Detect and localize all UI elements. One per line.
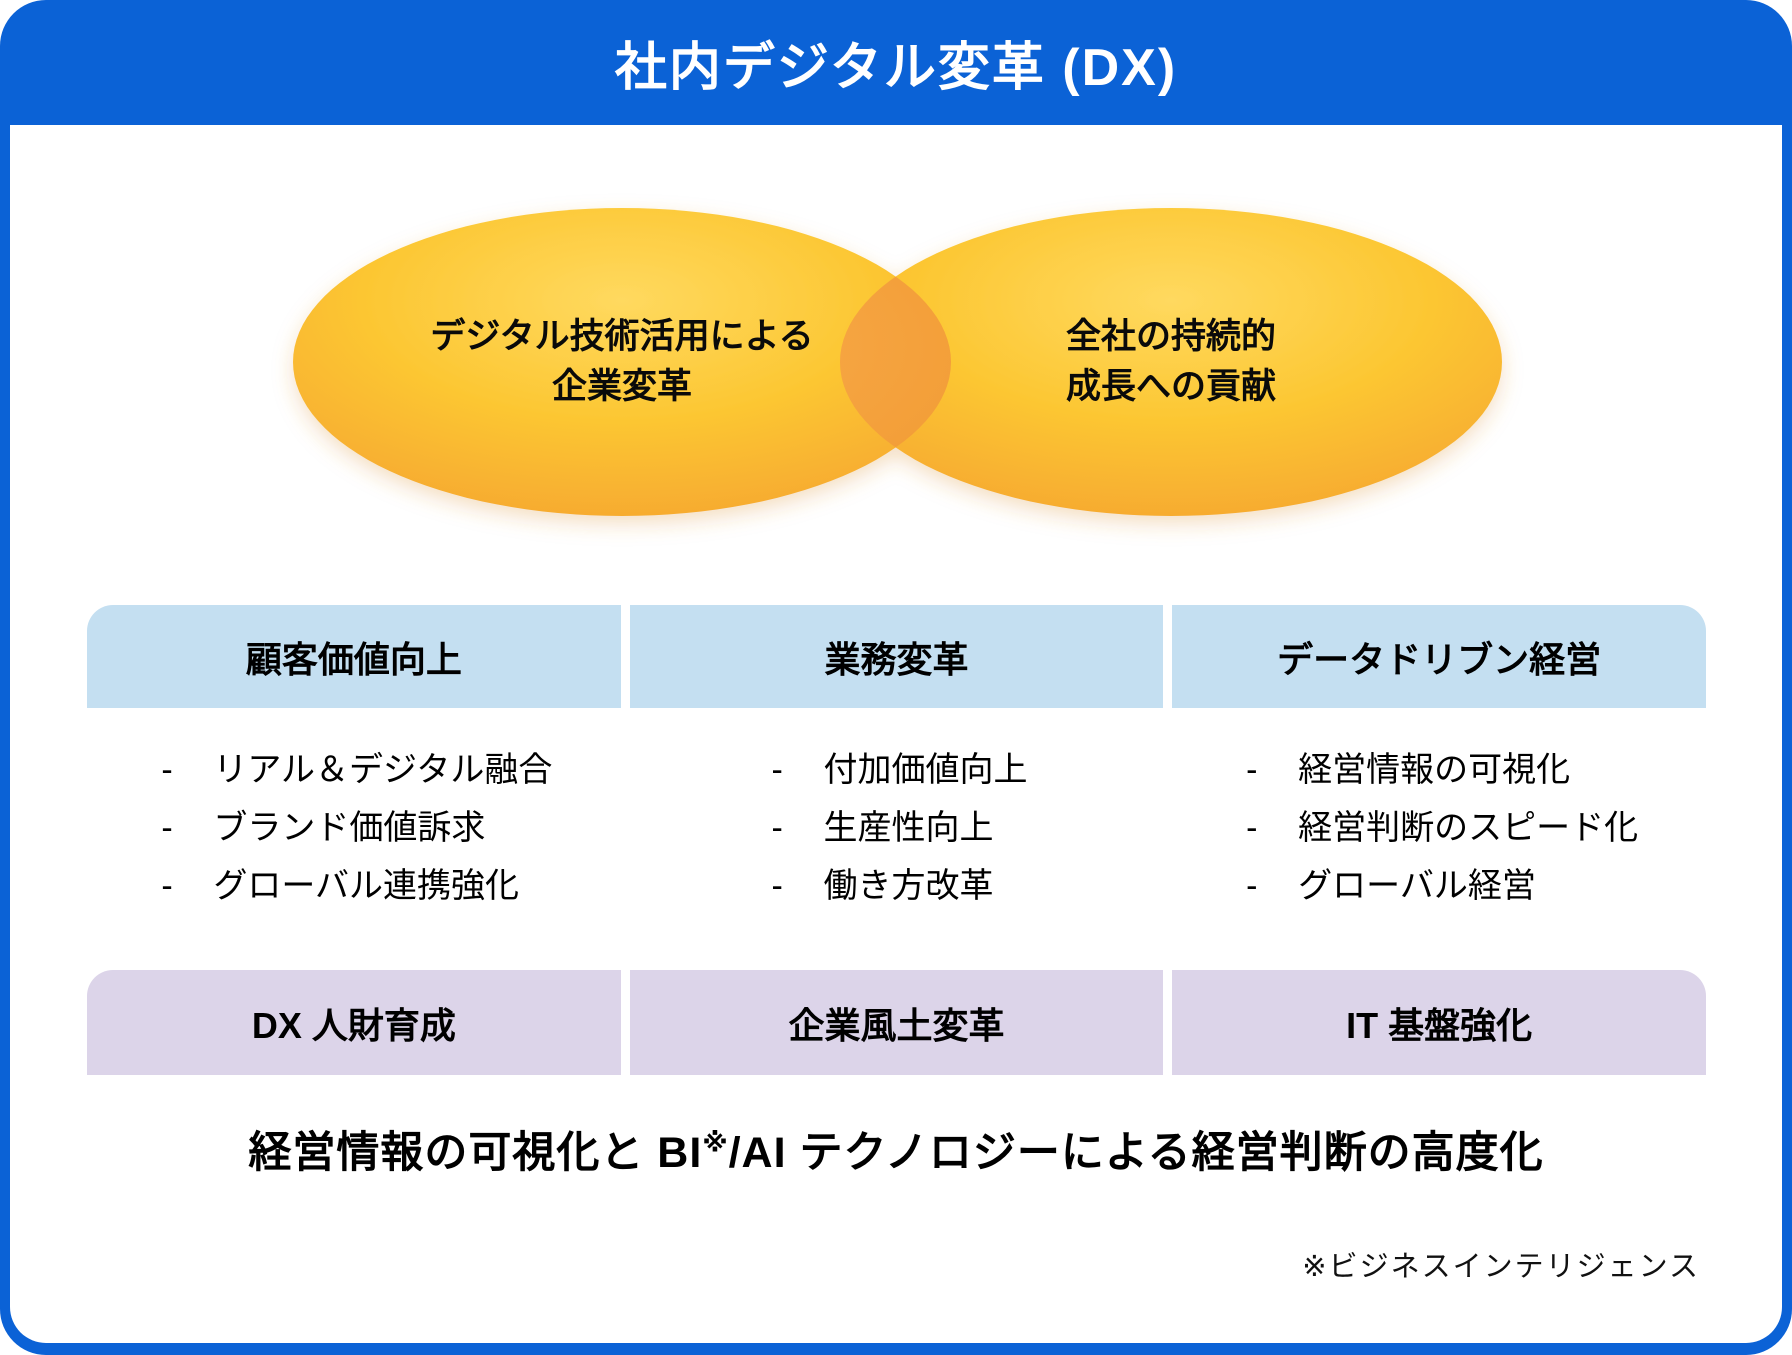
data-driven-list-column: - 経営情報の可視化 - 経営判断のスピード化 - グローバル経営 [1172,741,1706,915]
venn-right-label: 全社の持続的 成長への貢献 [840,312,1502,412]
venn-right-label-line1: 全社の持続的 [1065,317,1276,356]
business-transformation-list: - 付加価値向上 - 生産性向上 - 働き方改革 [766,741,1028,915]
column-header-customer-value: 顧客価値向上 [87,605,621,708]
column-header-data-driven-management: データドリブン経営 [1172,605,1707,708]
title-bar: 社内デジタル変革 (DX) [0,0,1792,125]
list-item-text: グローバル経営 [1298,867,1536,905]
footer-box-dx-talent: DX 人財育成 [87,970,621,1075]
bullet-dash: - [161,809,173,847]
list-item: - 生産性向上 [766,799,1028,857]
bullet-dash: - [771,867,783,905]
list-item-text: グローバル連携強化 [213,867,520,905]
column-header-business-transformation: 業務変革 [629,605,1164,708]
summary-statement-post: /AI テクノロジーによる経営判断の高度化 [728,1129,1544,1177]
venn-left-label-line2: 企業変革 [551,367,692,406]
list-item: - ブランド価値訴求 [155,799,552,857]
bullet-dash: - [1246,809,1258,847]
bullet-dash: - [1246,751,1258,789]
footer-box-it-infrastructure: IT 基盤強化 [1172,970,1707,1075]
list-item: - 経営情報の可視化 [1240,741,1638,799]
footer-box-corporate-culture: 企業風土変革 [629,970,1164,1075]
list-item: - グローバル経営 [1240,857,1638,915]
foundation-row: DX 人財育成 企業風土変革 IT 基盤強化 [87,970,1707,1075]
list-item-text: ブランド価値訴求 [213,809,486,847]
venn-left-ellipse [293,208,951,516]
list-item-text: 経営判断のスピード化 [1298,809,1639,847]
list-item: - リアル＆デジタル融合 [155,741,552,799]
list-item-text: リアル＆デジタル融合 [213,751,553,789]
venn-right-label-line2: 成長への貢献 [1065,367,1276,406]
list-item-text: 働き方改革 [823,867,994,905]
list-item-text: 生産性向上 [823,809,994,847]
data-driven-list: - 経営情報の可視化 - 経営判断のスピード化 - グローバル経営 [1240,741,1638,915]
customer-value-list: - リアル＆デジタル融合 - ブランド価値訴求 - グローバル連携強化 [155,741,552,915]
list-item: - 付加価値向上 [766,741,1028,799]
footnote-bi: ※ビジネスインテリジェンス [1302,1251,1700,1283]
bullet-dash: - [161,867,173,905]
summary-statement-pre: 経営情報の可視化と BI [248,1129,703,1177]
category-header-row: 顧客価値向上 業務変革 データドリブン経営 [87,605,1707,708]
bullet-dash: - [161,751,173,789]
venn-graphic [293,208,1502,516]
page-title: 社内デジタル変革 (DX) [614,39,1178,97]
bullet-dash: - [771,809,783,847]
customer-value-list-column: - リアル＆デジタル融合 - ブランド価値訴求 - グローバル連携強化 [87,741,621,915]
reference-mark: ※ [702,1127,729,1158]
bullet-dash: - [771,751,783,789]
category-lists-row: - リアル＆デジタル融合 - ブランド価値訴求 - グローバル連携強化 - 付加価値向上… [87,741,1706,915]
venn-left-label: デジタル技術活用による 企業変革 [293,312,951,412]
venn-right-ellipse [840,208,1502,516]
bullet-dash: - [1246,867,1258,905]
business-transformation-list-column: - 付加価値向上 - 生産性向上 - 働き方改革 [630,741,1164,915]
list-item: - 働き方改革 [766,857,1028,915]
list-item: - グローバル連携強化 [155,857,552,915]
summary-statement: 経営情報の可視化と BI※/AI テクノロジーによる経営判断の高度化 [0,1118,1792,1180]
venn-left-label-line1: デジタル技術活用による [430,317,814,356]
list-item-text: 経営情報の可視化 [1298,751,1571,789]
list-item: - 経営判断のスピード化 [1240,799,1638,857]
list-item-text: 付加価値向上 [823,751,1028,789]
